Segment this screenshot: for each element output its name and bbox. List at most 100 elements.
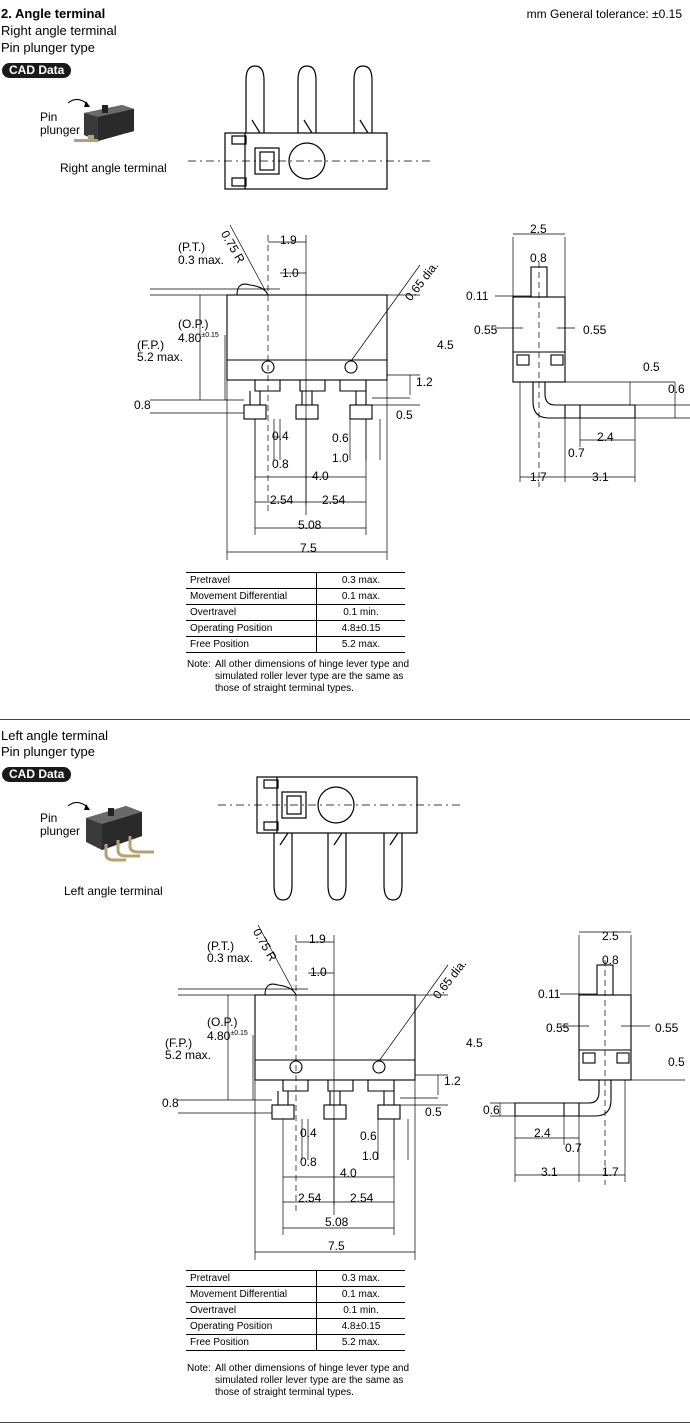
dim-op-label: (O.P.) bbox=[178, 317, 209, 331]
dim-0-4: 0.4 bbox=[272, 429, 289, 443]
spec-value: 4.8±0.15 bbox=[316, 1318, 405, 1335]
cad-data-button[interactable]: CAD Data bbox=[2, 63, 72, 78]
dim-0-8: 0.8 bbox=[162, 1096, 179, 1110]
side-dim-0-55a: 0.55 bbox=[546, 1021, 570, 1035]
dim-op-label: (O.P.) bbox=[207, 1015, 238, 1029]
cad-data-button[interactable]: CAD Data bbox=[2, 767, 72, 782]
side-dim-0-8: 0.8 bbox=[602, 953, 619, 967]
dim-2-54b: 2.54 bbox=[350, 1191, 374, 1205]
note: Note: All other dimensions of hinge leve… bbox=[187, 659, 427, 695]
dim-1-9: 1.9 bbox=[309, 932, 326, 946]
spec-value: 0.1 max. bbox=[316, 588, 405, 605]
side-dim-1-7: 1.7 bbox=[530, 470, 547, 484]
side-dim-0-7: 0.7 bbox=[565, 1141, 582, 1155]
dim-1-0b: 1.0 bbox=[362, 1149, 379, 1163]
side-dim-2-5: 2.5 bbox=[530, 222, 547, 236]
spec-key: Pretravel bbox=[186, 1270, 317, 1287]
dim-fp-label: (F.P.) bbox=[165, 1036, 193, 1050]
note-label: Note: bbox=[187, 659, 211, 670]
dim-2-54a: 2.54 bbox=[298, 1191, 322, 1205]
side-view-diagram bbox=[495, 233, 690, 487]
dim-0-5: 0.5 bbox=[425, 1105, 442, 1119]
spec-key: Operating Position bbox=[186, 1318, 317, 1335]
side-dim-2-5: 2.5 bbox=[602, 929, 619, 943]
spec-key: Pretravel bbox=[186, 572, 317, 589]
dim-0-5: 0.5 bbox=[396, 408, 413, 422]
dim-0-6: 0.6 bbox=[332, 431, 349, 445]
side-dim-0-8: 0.8 bbox=[530, 251, 547, 265]
side-dim-0-5: 0.5 bbox=[668, 1055, 685, 1069]
side-dim-0-55a: 0.55 bbox=[474, 323, 498, 337]
spec-value: 0.3 max. bbox=[316, 1270, 405, 1287]
side-dim-0-11: 0.11 bbox=[538, 987, 561, 1001]
dim-0-4: 0.4 bbox=[300, 1126, 317, 1140]
dim-1-0: 1.0 bbox=[282, 266, 299, 280]
dim-5-08: 5.08 bbox=[298, 518, 322, 532]
photo-caption: Right angle terminal bbox=[60, 161, 167, 175]
spec-key: Overtravel bbox=[186, 1302, 317, 1319]
top-view-diagram bbox=[218, 776, 460, 901]
spec-value: 0.1 min. bbox=[316, 1302, 405, 1319]
side-dim-0-55b: 0.55 bbox=[583, 323, 607, 337]
spec-value: 0.1 min. bbox=[316, 604, 405, 621]
front-view-diagram bbox=[178, 924, 448, 1260]
side-dim-1-7: 1.7 bbox=[602, 1165, 619, 1179]
dim-7-5: 7.5 bbox=[300, 541, 317, 555]
dim-pt-value: 0.3 max. bbox=[207, 951, 254, 965]
dim-4-5: 4.5 bbox=[437, 338, 454, 352]
side-dim-0-6: 0.6 bbox=[483, 1103, 500, 1117]
dim-0-8b: 0.8 bbox=[300, 1155, 317, 1169]
photo-label-pin: Pin bbox=[40, 110, 58, 124]
section-title: 2. Angle terminal bbox=[1, 6, 106, 21]
dim-5-08: 5.08 bbox=[325, 1215, 349, 1229]
dim-fp-value: 5.2 max. bbox=[165, 1048, 212, 1062]
switch-photo bbox=[67, 802, 154, 862]
front-view-diagram bbox=[150, 224, 420, 560]
spec-value: 0.1 max. bbox=[316, 1286, 405, 1303]
spec-key: Operating Position bbox=[186, 620, 317, 637]
note: Note: All other dimensions of hinge leve… bbox=[187, 1363, 427, 1399]
dim-1-0: 1.0 bbox=[310, 965, 327, 979]
dim-7-5: 7.5 bbox=[328, 1239, 345, 1253]
note-label: Note: bbox=[187, 1363, 211, 1374]
spec-value: 5.2 max. bbox=[316, 636, 405, 653]
dim-2-54b: 2.54 bbox=[322, 493, 346, 507]
note-text: All other dimensions of hinge lever type… bbox=[215, 1363, 410, 1398]
side-dim-3-1: 3.1 bbox=[592, 470, 609, 484]
spec-key: Movement Differential bbox=[186, 588, 317, 605]
dim-0-8b: 0.8 bbox=[272, 457, 289, 471]
subtitle-terminal: Left angle terminal bbox=[1, 728, 108, 743]
spec-value: 0.3 max. bbox=[316, 572, 405, 589]
side-dim-0-5: 0.5 bbox=[643, 360, 660, 374]
dim-0-6: 0.6 bbox=[360, 1129, 377, 1143]
spec-key: Free Position bbox=[186, 1334, 317, 1351]
section-divider bbox=[0, 1422, 690, 1423]
side-dim-0-11: 0.11 bbox=[466, 289, 489, 303]
dim-2-54a: 2.54 bbox=[270, 493, 294, 507]
dim-pt-label: (P.T.) bbox=[207, 939, 235, 953]
subtitle-plunger: Pin plunger type bbox=[1, 744, 95, 759]
dim-4-5: 4.5 bbox=[466, 1036, 483, 1050]
dim-4-0: 4.0 bbox=[340, 1166, 357, 1180]
side-dim-0-6: 0.6 bbox=[668, 382, 685, 396]
side-view-diagram bbox=[490, 931, 685, 1185]
dim-1-2: 1.2 bbox=[416, 375, 433, 389]
switch-photo bbox=[67, 99, 134, 142]
dim-0-8: 0.8 bbox=[134, 398, 151, 412]
spec-key: Movement Differential bbox=[186, 1286, 317, 1303]
side-dim-0-7: 0.7 bbox=[568, 446, 585, 460]
dim-pt-label: (P.T.) bbox=[178, 240, 206, 254]
dim-op-value: 4.80±0.15 bbox=[178, 331, 219, 345]
dim-1-9: 1.9 bbox=[280, 233, 297, 247]
